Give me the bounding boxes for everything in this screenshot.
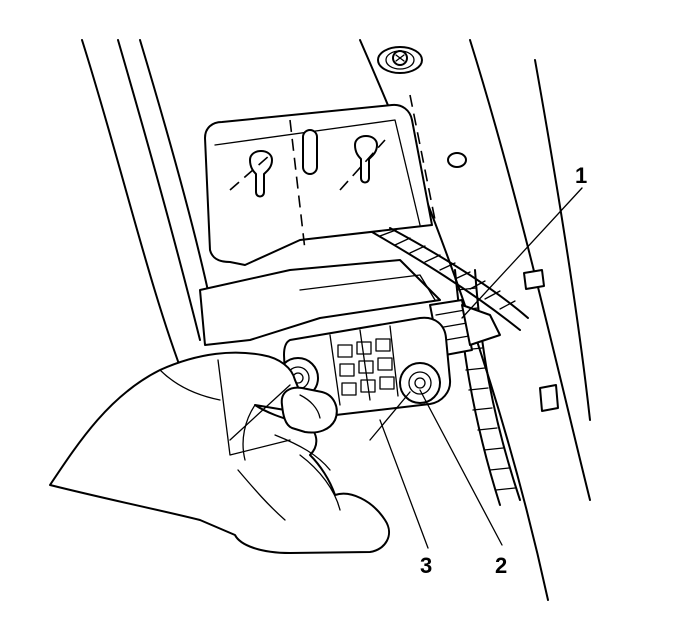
upper-bolt	[377, 46, 423, 74]
callout-1: 1	[575, 163, 587, 188]
technician-hand	[49, 351, 390, 554]
callout-leaders	[217, 187, 583, 549]
pillar-plug	[447, 152, 467, 168]
trim-retainers	[523, 269, 559, 412]
alignment-lines	[229, 94, 436, 251]
callout-2: 2	[495, 553, 507, 578]
mounting-bracket	[204, 103, 433, 266]
callout-3: 3	[420, 553, 432, 578]
wiring-harness	[371, 227, 529, 506]
panel-recess	[199, 259, 441, 346]
